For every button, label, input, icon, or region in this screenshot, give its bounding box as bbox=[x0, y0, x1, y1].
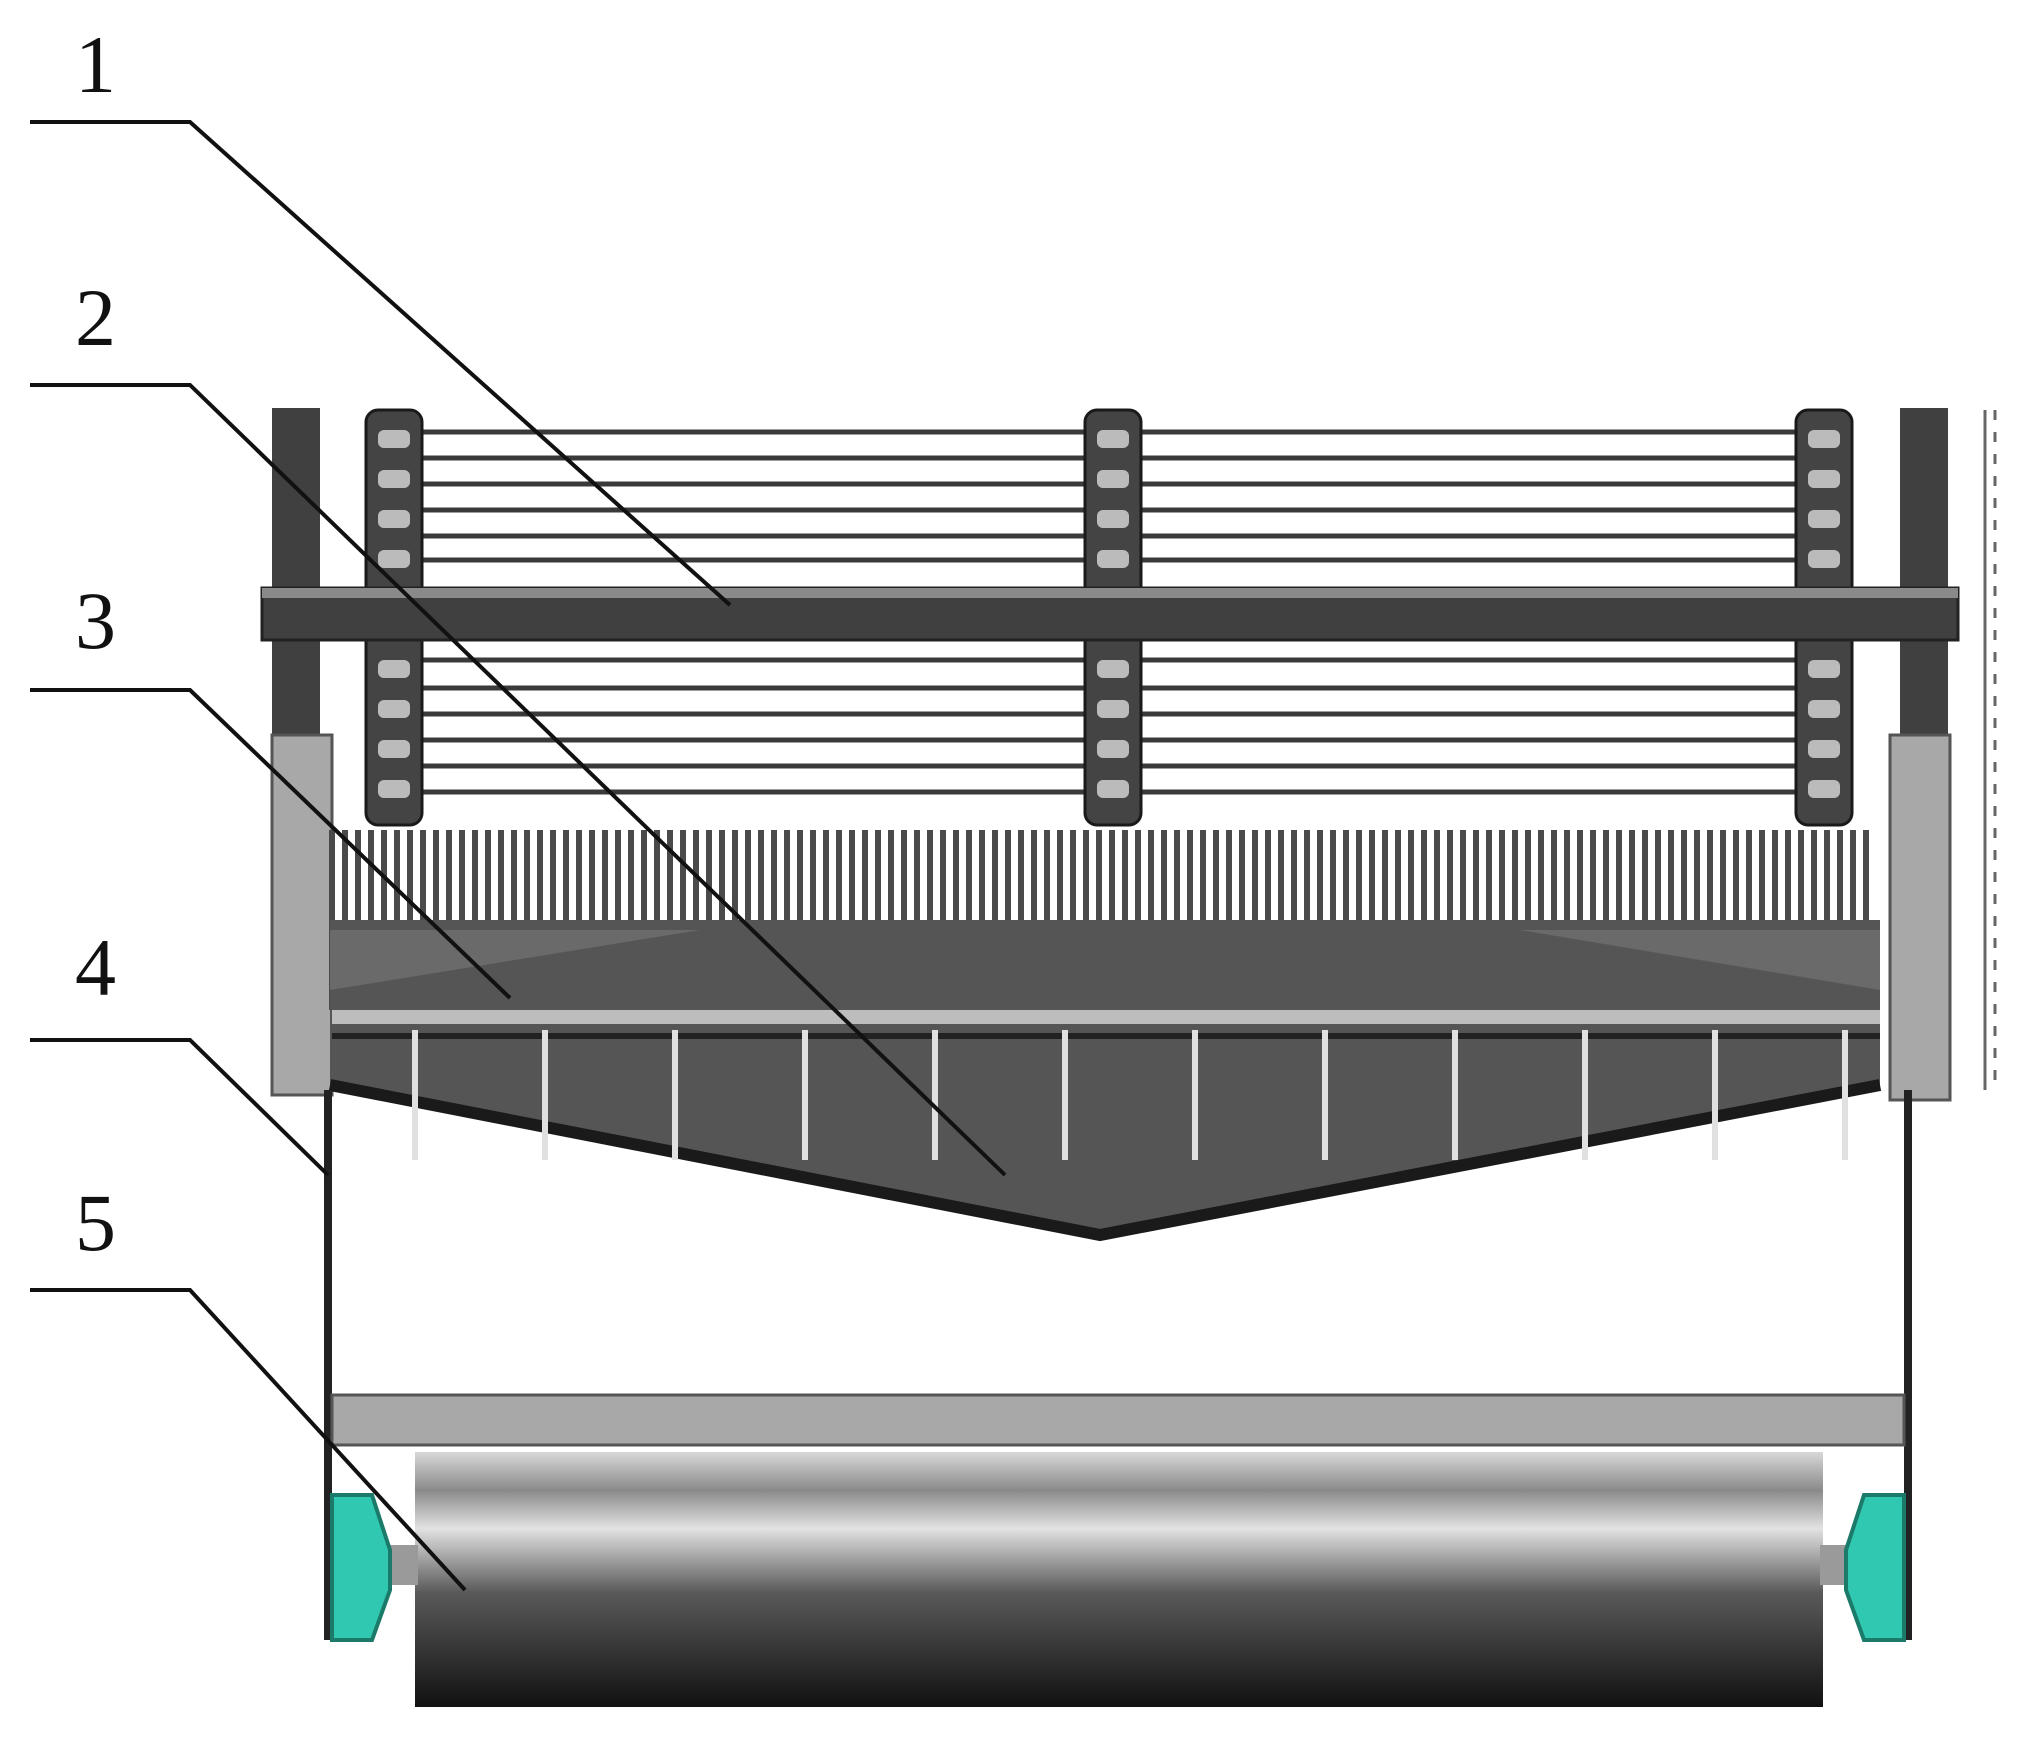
leader-line-3 bbox=[30, 688, 512, 1000]
leader-line-4 bbox=[30, 1038, 330, 1177]
roller bbox=[330, 1452, 1906, 1707]
leader-lines bbox=[30, 120, 1007, 1592]
callout-3: 3 bbox=[75, 575, 116, 666]
crossbar bbox=[260, 586, 1960, 642]
callout-2: 2 bbox=[75, 272, 116, 363]
chain-conveyor bbox=[364, 408, 1854, 827]
leader-line-1 bbox=[30, 120, 732, 607]
callout-4: 4 bbox=[75, 922, 116, 1013]
callout-5: 5 bbox=[75, 1177, 116, 1268]
leader-line-5 bbox=[30, 1288, 467, 1592]
frame-posts bbox=[270, 408, 1952, 1102]
side-chain bbox=[1983, 410, 1997, 1090]
leader-line-2 bbox=[30, 383, 1007, 1177]
lower-frame bbox=[324, 1090, 1912, 1640]
plate-pins bbox=[412, 1030, 1848, 1160]
callout-1: 1 bbox=[75, 19, 116, 110]
v-plate bbox=[328, 920, 1882, 1242]
callout-labels: 1 2 3 4 5 bbox=[75, 19, 116, 1268]
